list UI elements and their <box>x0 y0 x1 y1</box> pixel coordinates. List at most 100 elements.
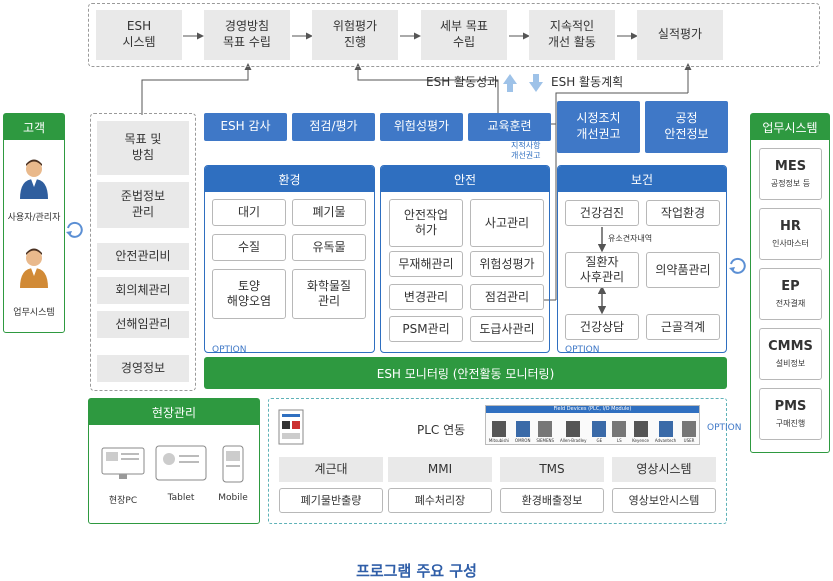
business-item: MES 공정정보 등 <box>759 148 822 200</box>
business-item: EP 전자결재 <box>759 268 822 320</box>
top-flow-container <box>88 3 820 67</box>
plc-option: OPTION <box>707 423 742 433</box>
plc-vendor-label: Mitsubishi <box>488 438 510 443</box>
feedback-results-label: ESH 활동성과 <box>426 75 499 89</box>
env-item: 폐기물 <box>292 199 366 226</box>
health-item: 건강상담 <box>565 314 639 340</box>
page-caption: 프로그램 주요 구성 <box>356 562 477 580</box>
left-item: 안전관리비 <box>97 243 189 270</box>
tab-note: 지적사항 개선권고 <box>511 141 541 160</box>
plc-vendor: USER <box>682 421 697 443</box>
health-item: 질환자 사후관리 <box>565 252 639 288</box>
business-item-sub: 인사마스터 <box>772 239 809 249</box>
tab-item: 공정 안전정보 <box>645 101 728 153</box>
safety-item: 도급사관리 <box>470 316 544 342</box>
top-flow-step: 실적평가 <box>637 10 723 60</box>
plc-vendor-device-icon <box>538 421 553 437</box>
plc-vendor-label: Advantech <box>654 438 677 443</box>
plc-vendor: SIEMENS <box>536 421 554 443</box>
plc-module-head: TMS <box>500 457 604 482</box>
field-panel: 현장관리 <box>88 398 260 524</box>
device-label-mobile: Mobile <box>218 493 248 503</box>
health-item: 작업환경 <box>646 200 720 226</box>
customer-title: 고객 <box>4 114 64 140</box>
plc-module-head: MMI <box>388 457 492 482</box>
monitoring-bar: ESH 모니터링 (안전활동 모니터링) <box>204 357 727 389</box>
health-item: 근골격계 <box>646 314 720 340</box>
top-flow-step: 지속적인 개선 활동 <box>529 10 615 60</box>
business-item-sub: 공정정보 등 <box>770 179 811 189</box>
left-item: 준법정보 관리 <box>97 182 189 228</box>
mobile-icon <box>222 445 244 487</box>
plc-vendor-label: LS <box>616 438 622 443</box>
plc-vendor-device-icon <box>592 421 607 437</box>
safety-item: PSM관리 <box>389 316 463 342</box>
health-title: 보건 <box>558 166 726 192</box>
env-title: 환경 <box>205 166 374 192</box>
left-item: 목표 및 방침 <box>97 121 189 175</box>
business-item-head: EP <box>781 278 800 294</box>
plc-module-sub: 환경배출정보 <box>500 488 604 513</box>
plc-vendor: Advantech <box>655 421 676 443</box>
env-item: 유독물 <box>292 234 366 261</box>
plc-vendor-device-icon <box>658 421 673 437</box>
safety-item: 점검관리 <box>470 284 544 310</box>
safety-item: 안전작업 허가 <box>389 199 463 247</box>
business-panel: 업무시스템 <box>750 113 830 453</box>
safety-title: 안전 <box>381 166 549 192</box>
plc-vendor: Mitsubishi <box>489 421 509 443</box>
plc-module-sub: 영상보안시스템 <box>612 488 716 513</box>
top-flow-step: 경영방침 목표 수립 <box>204 10 290 60</box>
health-panel: 보건 <box>557 165 727 353</box>
pc-icon <box>101 447 145 485</box>
plc-vendor: Allen-Bradley <box>560 421 587 443</box>
business-item-sub: 설비정보 <box>775 359 806 369</box>
env-item: 수질 <box>212 234 286 261</box>
top-flow-step: 위험평가 진행 <box>312 10 398 60</box>
plc-vendor-device-icon <box>515 421 530 437</box>
plc-module-sub: 폐수처리장 <box>388 488 492 513</box>
left-item: 선해임관리 <box>97 311 189 338</box>
health-item: 건강검진 <box>565 200 639 226</box>
plc-vendor: Keyence <box>632 421 649 443</box>
plc-vendor: OMRON <box>514 421 531 443</box>
tab-item: 위험성평가 <box>380 113 463 141</box>
plc-module-sub: 폐기물반출량 <box>279 488 383 513</box>
sync-left-icon <box>66 221 83 238</box>
safety-item: 사고관리 <box>470 199 544 247</box>
business-item-head: PMS <box>774 398 807 414</box>
env-panel: 환경 <box>204 165 375 353</box>
business-item-sub: 전자결재 <box>775 299 806 309</box>
plc-vendor-label: Allen-Bradley <box>559 438 587 443</box>
tab-item: 교육훈련 <box>468 113 551 141</box>
plc-vendor: GE <box>592 421 607 443</box>
top-flow-step: 세부 목표 수립 <box>421 10 507 60</box>
health-arrow-label: 유소견자내역 <box>608 233 653 244</box>
env-item: 대기 <box>212 199 286 226</box>
health-item: 의약품관리 <box>646 252 720 288</box>
tab-item: ESH 감사 <box>204 113 287 141</box>
sync-right-icon <box>729 257 746 274</box>
plc-device-icon <box>278 409 304 449</box>
person-icon <box>18 246 50 292</box>
plc-module-head: 영상시스템 <box>612 457 716 482</box>
person-icon <box>18 157 50 203</box>
business-item-head: MES <box>774 158 807 174</box>
safety-item: 무재해관리 <box>389 251 463 277</box>
plc-vendor-device-icon <box>612 421 627 437</box>
business-item-head: CMMS <box>768 338 813 354</box>
plc-title: PLC 연동 <box>417 423 466 437</box>
device-label-pc: 현장PC <box>108 496 138 506</box>
safety-item: 위험성평가 <box>470 251 544 277</box>
business-title: 업무시스템 <box>751 114 829 140</box>
feedback-plan-label: ESH 활동계획 <box>551 75 624 89</box>
business-item: CMMS 설비정보 <box>759 328 822 380</box>
safety-panel: 안전 <box>380 165 550 353</box>
plc-vendor-label: GE <box>596 438 603 443</box>
left-items-container <box>90 113 196 391</box>
plc-vendor-label: OMRON <box>514 438 531 443</box>
plc-vendor-label: USER <box>683 438 695 443</box>
plc-module-head: 계근대 <box>279 457 383 482</box>
plc-vendor-device-icon <box>682 421 697 437</box>
